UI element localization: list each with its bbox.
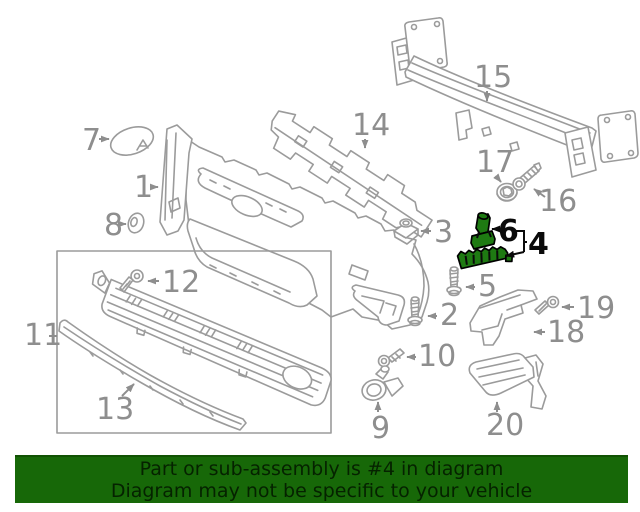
- callout-6: 6: [498, 214, 519, 249]
- bumper-cover-part: [159, 124, 430, 330]
- callout-12: 12: [162, 265, 200, 300]
- callout-15: 15: [474, 60, 512, 95]
- side-bracket-part-18: [469, 289, 538, 346]
- callout-10: 10: [418, 339, 456, 374]
- fitment-banner-line2: Diagram may not be specific to your vehi…: [110, 480, 533, 502]
- callout-18: 18: [547, 315, 585, 350]
- bolt-part-5: [446, 266, 462, 297]
- bolt-part-16: [512, 162, 542, 191]
- grommet-part: [127, 212, 145, 234]
- sensor-part-9: [361, 365, 404, 401]
- callout-4: 4: [528, 227, 549, 262]
- lower-grille-part: [91, 270, 332, 407]
- fitment-banner-line1: Part or sub-assembly is #4 in diagram: [139, 458, 504, 480]
- screw-part-12: [119, 269, 144, 293]
- callout-19: 19: [577, 291, 615, 326]
- callout-5: 5: [478, 269, 497, 304]
- callout-9: 9: [371, 411, 390, 446]
- lower-trim-part: [58, 319, 247, 431]
- callout-17: 17: [476, 145, 514, 180]
- clip-part-3: [393, 218, 419, 245]
- energy-absorber-part: [270, 110, 433, 238]
- callout-8: 8: [104, 208, 123, 243]
- emblem-part: [109, 126, 155, 156]
- callout-11: 11: [24, 318, 62, 353]
- callout-1: 1: [134, 170, 153, 205]
- bolt-part-2: [407, 296, 423, 327]
- callout-labels: 7 1 8 14 15 17 16 3 6 4 5 2 19 18 10 12 …: [24, 60, 615, 446]
- callout-arrows: [49, 91, 574, 412]
- callout-16: 16: [539, 184, 577, 219]
- screw-part-10: [377, 348, 405, 368]
- highlighted-clip-part-6: [470, 212, 496, 250]
- callout-13: 13: [96, 392, 134, 427]
- callout-3: 3: [434, 215, 453, 250]
- grille-box: [56, 250, 332, 434]
- screw-part-19: [534, 295, 560, 315]
- flange-nut-part: [496, 182, 518, 202]
- callout-2: 2: [440, 298, 459, 333]
- fog-lamp-part-20: [468, 352, 547, 410]
- callout-14: 14: [352, 108, 390, 143]
- impact-bar-part: [391, 17, 639, 178]
- callout-7: 7: [82, 123, 101, 158]
- callout-20: 20: [486, 408, 524, 443]
- fitment-banner: Part or sub-assembly is #4 in diagram Di…: [15, 455, 628, 503]
